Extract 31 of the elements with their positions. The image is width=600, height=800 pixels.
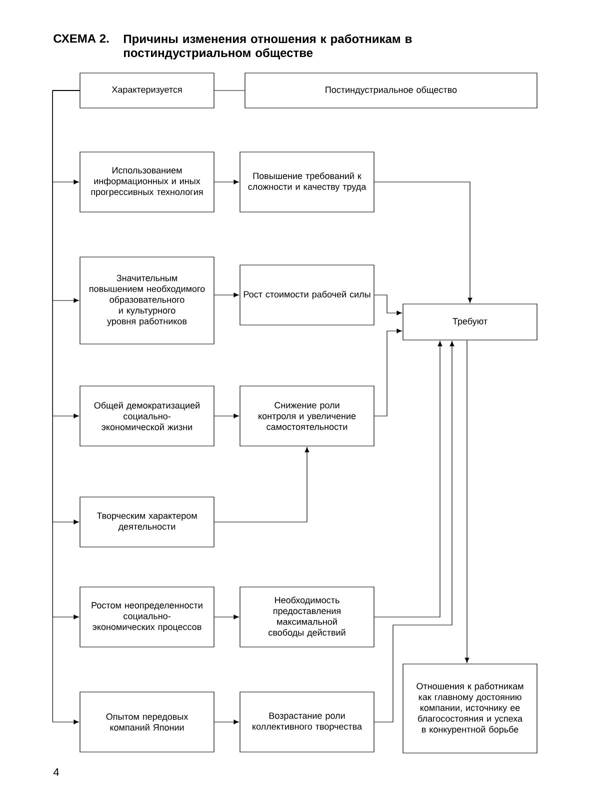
arrow xyxy=(214,447,310,522)
text-box: Ростом неопределенности социально-экономических процессов xyxy=(80,586,214,648)
text-box: Снижение роли контроля и увеличение самостоятельности xyxy=(240,386,374,446)
text-box: Значительным повышением необходимого образовательного и культурного уровня работников xyxy=(80,256,214,344)
text-box: Творческим характером деятельности xyxy=(80,496,214,548)
text-box: Использованием информационных и иных прогрессивных технология xyxy=(80,152,214,212)
arrow xyxy=(52,90,80,724)
text-box: Опытом передовых компаний Японии xyxy=(80,692,214,752)
arrow xyxy=(214,414,239,418)
arrow xyxy=(374,182,472,303)
arrow xyxy=(464,340,470,663)
arrow xyxy=(374,341,454,722)
arrow xyxy=(214,614,239,620)
page-number: 4 xyxy=(53,768,59,776)
text-box: Требуют xyxy=(402,304,538,340)
text-box: Характеризуется xyxy=(80,72,214,108)
text-box: Общей демократизацией социально-экономической жизни xyxy=(80,386,214,446)
text-box: Необходимость предоставления максимальной свободы действий xyxy=(240,586,374,648)
arrow xyxy=(214,180,239,184)
text-box: Повышение требований к сложности и качеству труда xyxy=(240,152,374,212)
text-box: Рост стоимости рабочей силы xyxy=(240,264,374,326)
arrow xyxy=(374,328,402,416)
text-box: Возрастание роли коллективного творчества xyxy=(240,692,374,752)
text-box: Постиндустриальное общество xyxy=(244,72,538,108)
scheme-number: СХЕМА 2. xyxy=(54,34,109,43)
text-box: Отношения к работникам как главному достоянию компании, источнику ее благосостояния и успеха в конкурентной борьбе xyxy=(402,664,538,754)
arrow xyxy=(374,341,442,618)
arrow xyxy=(214,292,239,298)
arrow xyxy=(214,720,239,724)
title: Причины изменения отношения к работникам в постиндустриальном обществе xyxy=(124,34,412,60)
arrow xyxy=(374,294,402,316)
